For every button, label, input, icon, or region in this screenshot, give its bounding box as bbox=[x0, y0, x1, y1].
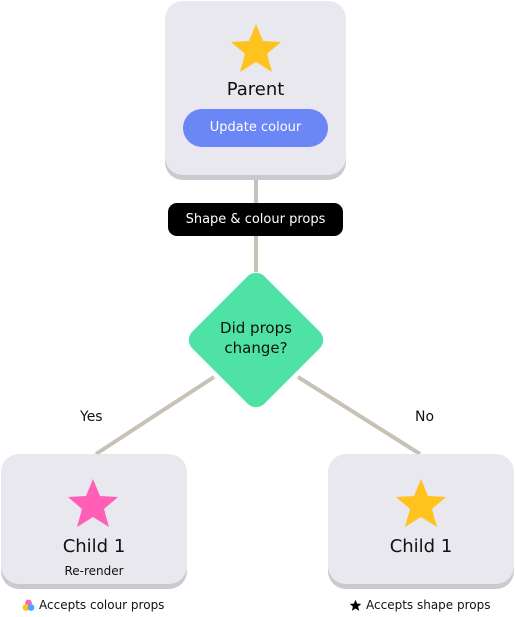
child-right-star-shape bbox=[396, 479, 446, 527]
child-left-star-shape bbox=[68, 479, 118, 527]
star-icon bbox=[68, 479, 118, 527]
decision-text: Did props change? bbox=[196, 318, 316, 358]
connector-decision-to-left bbox=[94, 375, 216, 456]
legend-shape-text: Accepts shape props bbox=[366, 598, 491, 612]
no-label: No bbox=[415, 409, 435, 425]
yes-label: Yes bbox=[80, 409, 103, 425]
decision-line-2: change? bbox=[224, 339, 288, 357]
child-left-subtitle: Re-render bbox=[64, 564, 124, 578]
props-label-pill: Shape & colour props bbox=[168, 203, 343, 236]
palette-icon bbox=[22, 599, 35, 611]
decision-line-1: Did props bbox=[220, 319, 292, 337]
connector-decision-to-right bbox=[296, 375, 422, 456]
star-icon bbox=[396, 479, 446, 527]
parent-card: Parent Update colour bbox=[165, 1, 346, 175]
star-icon bbox=[349, 599, 362, 611]
legend-shape-props: Accepts shape props bbox=[349, 598, 491, 612]
child-right-card: Child 1 bbox=[328, 454, 514, 584]
child-left-card: Child 1 Re-render bbox=[1, 454, 187, 584]
legend-colour-text: Accepts colour props bbox=[39, 598, 165, 612]
update-colour-button[interactable]: Update colour bbox=[183, 109, 328, 147]
parent-title: Parent bbox=[226, 79, 285, 100]
parent-star-shape bbox=[231, 24, 281, 72]
star-icon bbox=[231, 24, 281, 72]
legend-colour-props: Accepts colour props bbox=[22, 598, 164, 612]
child-left-title: Child 1 bbox=[62, 536, 126, 557]
child-right-title: Child 1 bbox=[389, 536, 453, 557]
